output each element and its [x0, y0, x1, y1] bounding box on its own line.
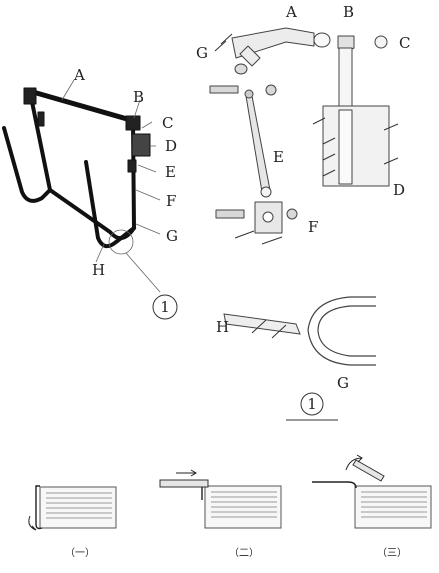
bolt-upper [209, 85, 239, 94]
step-1-caption: （一） [65, 547, 95, 559]
screw-g1 [220, 33, 233, 45]
exploded-label-e: E [273, 148, 284, 166]
plate-d [322, 105, 390, 187]
detail-screw-2 [271, 324, 287, 339]
exploded-view [209, 27, 399, 245]
step-2-illustration [159, 469, 282, 529]
exploded-label-g: G [196, 44, 208, 62]
top-rail [23, 87, 137, 124]
label-e: E [165, 163, 176, 181]
bracket-f [254, 201, 283, 234]
left-bracket [23, 87, 37, 105]
screw-f1 [234, 230, 255, 239]
detail-label-h: H [216, 318, 229, 336]
left-hook [2, 126, 52, 203]
step-1-arrow [28, 515, 37, 531]
exploded-label-group: A B C G E D F [196, 3, 410, 236]
label-h: H [92, 261, 105, 279]
plate-d-channel [338, 109, 353, 185]
step-1-illustration [28, 485, 117, 531]
tube-end-cap [313, 32, 331, 48]
nut-lower [286, 208, 298, 220]
detail-view-marker-number: 1 [307, 395, 317, 413]
label-d: D [165, 137, 177, 155]
screw-g2 [214, 40, 227, 52]
arm-bottom-pivot [260, 186, 272, 198]
step-1-hook [35, 485, 43, 530]
step-2-arrow [176, 469, 197, 477]
assembled-frame [2, 87, 151, 249]
label-g: G [166, 227, 178, 245]
side-clip [127, 159, 137, 173]
detail-screw-1 [251, 319, 267, 334]
detail-label-group: H G 1 [216, 318, 349, 421]
detail-hook-g [307, 296, 376, 366]
exploded-label-d: D [393, 181, 405, 199]
label-c: C [162, 114, 173, 132]
exploded-label-b: B [343, 3, 354, 21]
step-3-hook [312, 481, 357, 489]
left-clip [37, 111, 45, 127]
label-f: F [166, 192, 176, 210]
exploded-label-a: A [285, 3, 297, 21]
exploded-label-f: F [308, 218, 318, 236]
detail-label-g: G [337, 374, 349, 392]
assembled-label-group: A B C D E F G H 1 [73, 66, 178, 320]
detail-marker-circle [152, 294, 178, 320]
detail-zoom-ring [108, 229, 134, 255]
detail-view-marker-circle [300, 392, 324, 416]
corner-connector [125, 115, 141, 131]
bracket-f-hole [262, 211, 274, 223]
step-3-caption: （三） [377, 547, 407, 559]
step-3-arrow [345, 454, 363, 471]
step-3-illustration [312, 454, 432, 529]
arm-top-pivot [244, 89, 254, 99]
mounting-plate [131, 133, 151, 157]
cap-c [374, 35, 388, 49]
step-captions: （一） （二） （三） [65, 547, 407, 559]
step-2-caption: （二） [229, 547, 259, 559]
nut-upper [265, 84, 277, 96]
upper-tube-branch [239, 45, 261, 67]
label-b: B [133, 88, 144, 106]
left-post [28, 90, 52, 192]
detail-marker-number: 1 [160, 298, 170, 316]
step-2-rail [159, 479, 209, 488]
assembled-leaders [61, 79, 161, 293]
bolt-lower [215, 209, 245, 219]
exploded-label-c: C [399, 34, 410, 52]
arm-e [245, 95, 271, 193]
detail-view [223, 296, 376, 366]
step-3-rail [352, 459, 385, 482]
screw-f2 [261, 236, 283, 245]
label-a: A [73, 66, 85, 84]
middle-hook [84, 160, 136, 249]
plate-screws [312, 117, 399, 177]
tube-ring [234, 63, 248, 75]
